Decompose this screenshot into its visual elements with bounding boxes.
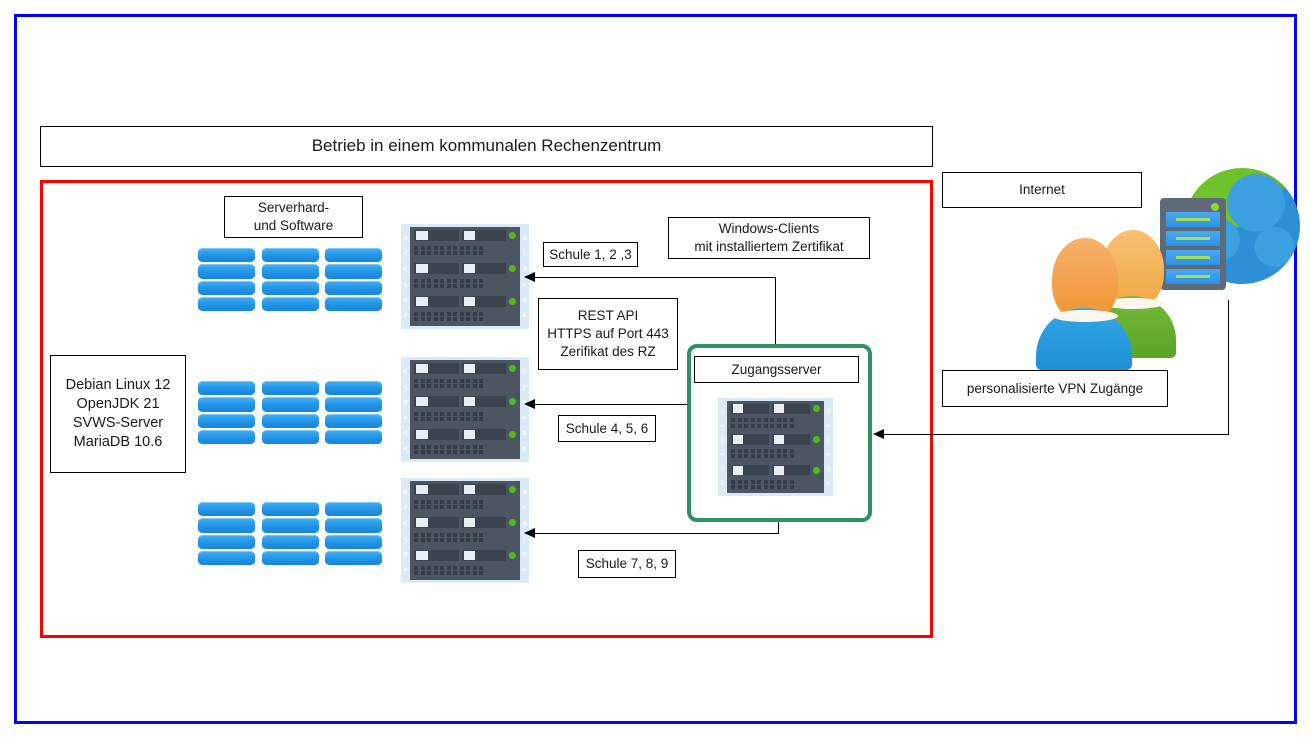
datacenter-boundary-frame bbox=[40, 180, 933, 638]
users-icon bbox=[1036, 228, 1176, 370]
arrow-head-access-server bbox=[873, 429, 884, 439]
database-icon bbox=[198, 381, 255, 444]
connector-line-internet-vertical bbox=[1228, 300, 1229, 435]
database-icon bbox=[262, 502, 319, 565]
connector-line-school-3 bbox=[535, 533, 779, 534]
arrow-head-school-2 bbox=[524, 399, 535, 409]
server-rack-icon bbox=[718, 398, 833, 496]
school-label-1: Schule 1, 2 ,3 bbox=[543, 242, 638, 267]
database-icon bbox=[198, 502, 255, 565]
connector-line-school-1 bbox=[535, 277, 776, 278]
database-icon bbox=[262, 381, 319, 444]
school-label-2: Schule 4, 5, 6 bbox=[558, 415, 656, 442]
database-icon bbox=[198, 248, 255, 311]
database-icon bbox=[262, 248, 319, 311]
connector-line-school-2 bbox=[535, 404, 689, 405]
connector-line-school-3-vertical bbox=[778, 522, 779, 534]
server-rack-icon bbox=[401, 478, 529, 583]
arrow-head-school-1 bbox=[524, 272, 535, 282]
school-label-3: Schule 7, 8, 9 bbox=[578, 550, 676, 578]
connector-line-clients-vertical bbox=[775, 277, 776, 345]
server-rack-icon bbox=[401, 357, 529, 462]
outer-boundary-frame bbox=[14, 14, 1297, 724]
vpn-access-box: personalisierte VPN Zugänge bbox=[942, 370, 1168, 407]
database-icon bbox=[325, 248, 382, 311]
globe-server-icon bbox=[1160, 168, 1300, 308]
rest-api-box: REST API HTTPS auf Port 443 Zerifikat de… bbox=[538, 298, 678, 370]
database-icon bbox=[325, 381, 382, 444]
page-title: Betrieb in einem kommunalen Rechenzentru… bbox=[40, 126, 933, 167]
arrow-head-school-3 bbox=[524, 528, 535, 538]
access-server-label: Zugangsserver bbox=[694, 356, 859, 383]
connector-line-internet-horizontal bbox=[884, 434, 1229, 435]
database-icon bbox=[325, 502, 382, 565]
windows-clients-box: Windows-Clients mit installiertem Zertif… bbox=[668, 217, 870, 259]
server-rack-icon bbox=[401, 224, 529, 329]
internet-box: Internet bbox=[942, 172, 1142, 208]
software-stack-box: Debian Linux 12 OpenJDK 21 SVWS-Server M… bbox=[50, 355, 186, 473]
server-hardware-software-label: Serverhard- und Software bbox=[224, 196, 363, 238]
